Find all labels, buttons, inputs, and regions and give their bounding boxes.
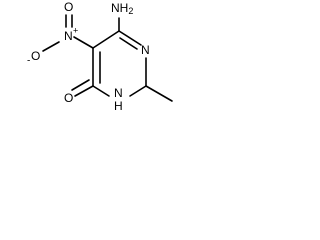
bond-c5-nitro [73,36,94,49]
bond-c4-n3-double [119,37,138,50]
bond-c6-carbonyl-double [71,79,90,91]
atom-ring-n-right: N [141,43,150,57]
atom-nitro-n: N [64,29,73,43]
atom-nitro-n-charge: + [73,25,78,35]
atom-amino-label: NH2 [111,1,133,16]
bond-c2-methyl [145,85,173,102]
bond-c2-n1 [129,85,147,97]
atom-carbonyl-o: O [64,91,73,105]
bond-c6-carbonyl [74,85,94,97]
atom-ring-nh-h: H [114,99,123,113]
molecule-structure: NH2 N + O O - N N H O [27,0,173,113]
bond-c4-c5 [92,30,120,49]
bond-n1-c6 [92,85,110,97]
bond-nitro-o-left [42,41,60,52]
atom-nitro-o-top: O [64,0,73,14]
atom-nitro-o-left-charge: - [27,56,30,67]
bond-c4-n3 [118,30,142,46]
atom-ring-nh: N [114,86,123,100]
atom-nitro-o-left: O [31,49,40,63]
